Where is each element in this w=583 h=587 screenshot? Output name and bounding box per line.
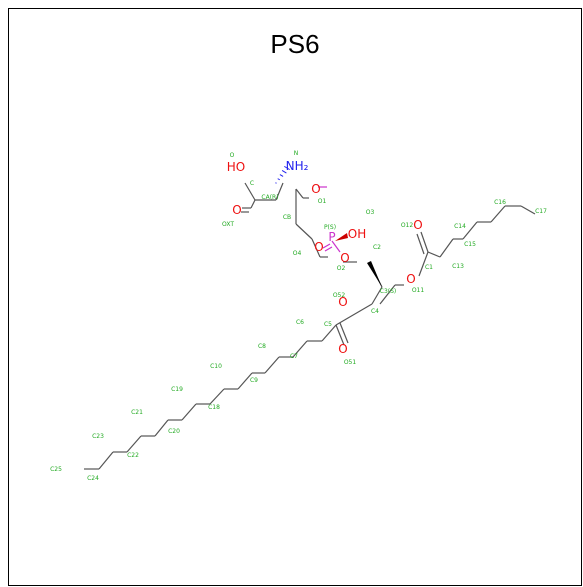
stereo-hash-bond [284,165,290,171]
atom-label-c14: C14 [454,223,466,230]
atom-label-ps: P(S) [324,224,336,231]
bond [181,403,197,421]
bond [295,188,304,199]
atom-label-o4: O4 [293,250,302,257]
atom-label-o52: O52 [333,292,346,299]
stereo-wedge-bond [367,261,382,287]
atom-label-c22: C22 [127,452,139,459]
atom-label-c17: C17 [535,208,547,215]
bond [295,223,313,240]
atom-label-c20: C20 [168,428,180,435]
atom-label-o1: O1 [318,198,327,205]
atom-symbol-o-cdbl: O [232,203,241,217]
bond [209,388,225,405]
atom-label-c: C [250,180,254,187]
atom-label-c13: C13 [452,263,464,270]
bond [418,251,429,277]
atom-symbol-o-pdbl: O [314,240,323,254]
atom-label-o: O [230,152,235,159]
stereo-hash-bond [277,178,281,181]
bond [237,372,253,390]
atom-symbol-nh2: NH₂ [286,159,309,173]
double-bond [339,322,349,344]
bond-layer [84,165,536,470]
atom-label-c24: C24 [87,475,99,482]
atom-label-o12: O12 [401,222,414,229]
bond [321,324,337,342]
bond [126,435,142,453]
atom-label-oxt: OXT [222,221,234,228]
double-bond [335,324,345,346]
atom-symbol-ho: HO [227,160,245,174]
stereo-wedge-bond [335,233,348,241]
atom-symbol-o-c1dbl: O [413,218,422,232]
atom-symbol-o-o52: O [338,295,347,309]
double-bond [416,233,425,255]
atom-label-c7: C7 [290,353,298,360]
atom-label-cb: CB [283,214,291,221]
bond [264,356,280,374]
bond [244,182,256,201]
bond [371,286,383,305]
atom-label-n: N [294,150,299,157]
atom-label-c9: C9 [250,377,258,384]
atom-label-c16: C16 [494,199,506,206]
bond [462,221,478,240]
atom-label-c18: C18 [208,404,220,411]
atom-glyph-layer: HO NH₂ P OH O O O O O O O O [227,159,423,356]
stereo-hash-bond [281,170,287,174]
phosphate-double-bond [322,243,331,249]
bond [154,419,169,437]
atom-label-c23: C23 [92,433,104,440]
double-bond [420,231,429,253]
bond [427,251,441,258]
atom-label-c1: C1 [425,264,433,271]
bond [520,205,536,215]
atom-symbol-oh-p: OH [348,227,366,241]
atom-symbol-o-o1: O [311,182,320,196]
structure-panel: PS6 [8,8,582,586]
bond [98,451,114,470]
atom-label-c8: C8 [258,343,266,350]
atom-label-c10: C10 [210,363,222,370]
atom-label-c2: C2 [373,244,381,251]
bond [335,303,373,326]
atom-symbol-o-o11: O [406,272,415,286]
bond [275,182,284,201]
bond [490,205,506,223]
bond [439,238,454,258]
atom-label-o3: O3 [366,209,375,216]
atom-symbol-p: P [328,230,335,244]
bond [292,340,308,358]
atom-label-c19: C19 [171,386,183,393]
atom-symbol-o-o2: O [340,251,349,265]
atom-label-c5: C5 [324,321,332,328]
stereo-hash-bond [275,182,277,184]
atom-label-o2: O2 [337,265,346,272]
atom-label-o51: O51 [344,359,357,366]
phosphate-bond [331,240,341,253]
stereo-hash-bond [279,174,284,177]
page-title: PS6 [270,29,320,59]
atom-symbol-o-c5dbl: O [338,342,347,356]
bond [250,199,256,209]
atom-label-c25: C25 [50,466,62,473]
atom-label-c15: C15 [464,241,476,248]
atom-label-c21: C21 [131,409,143,416]
bond [379,284,396,305]
phosphate-double-bond [324,246,333,252]
atom-label-c6: C6 [296,319,304,326]
bond [311,238,321,258]
atom-label-o11: O11 [412,287,425,294]
atom-label-c3s: C3(S) [380,288,397,295]
atom-label-c4: C4 [371,308,379,315]
atom-label-car: CA(R) [261,194,278,201]
